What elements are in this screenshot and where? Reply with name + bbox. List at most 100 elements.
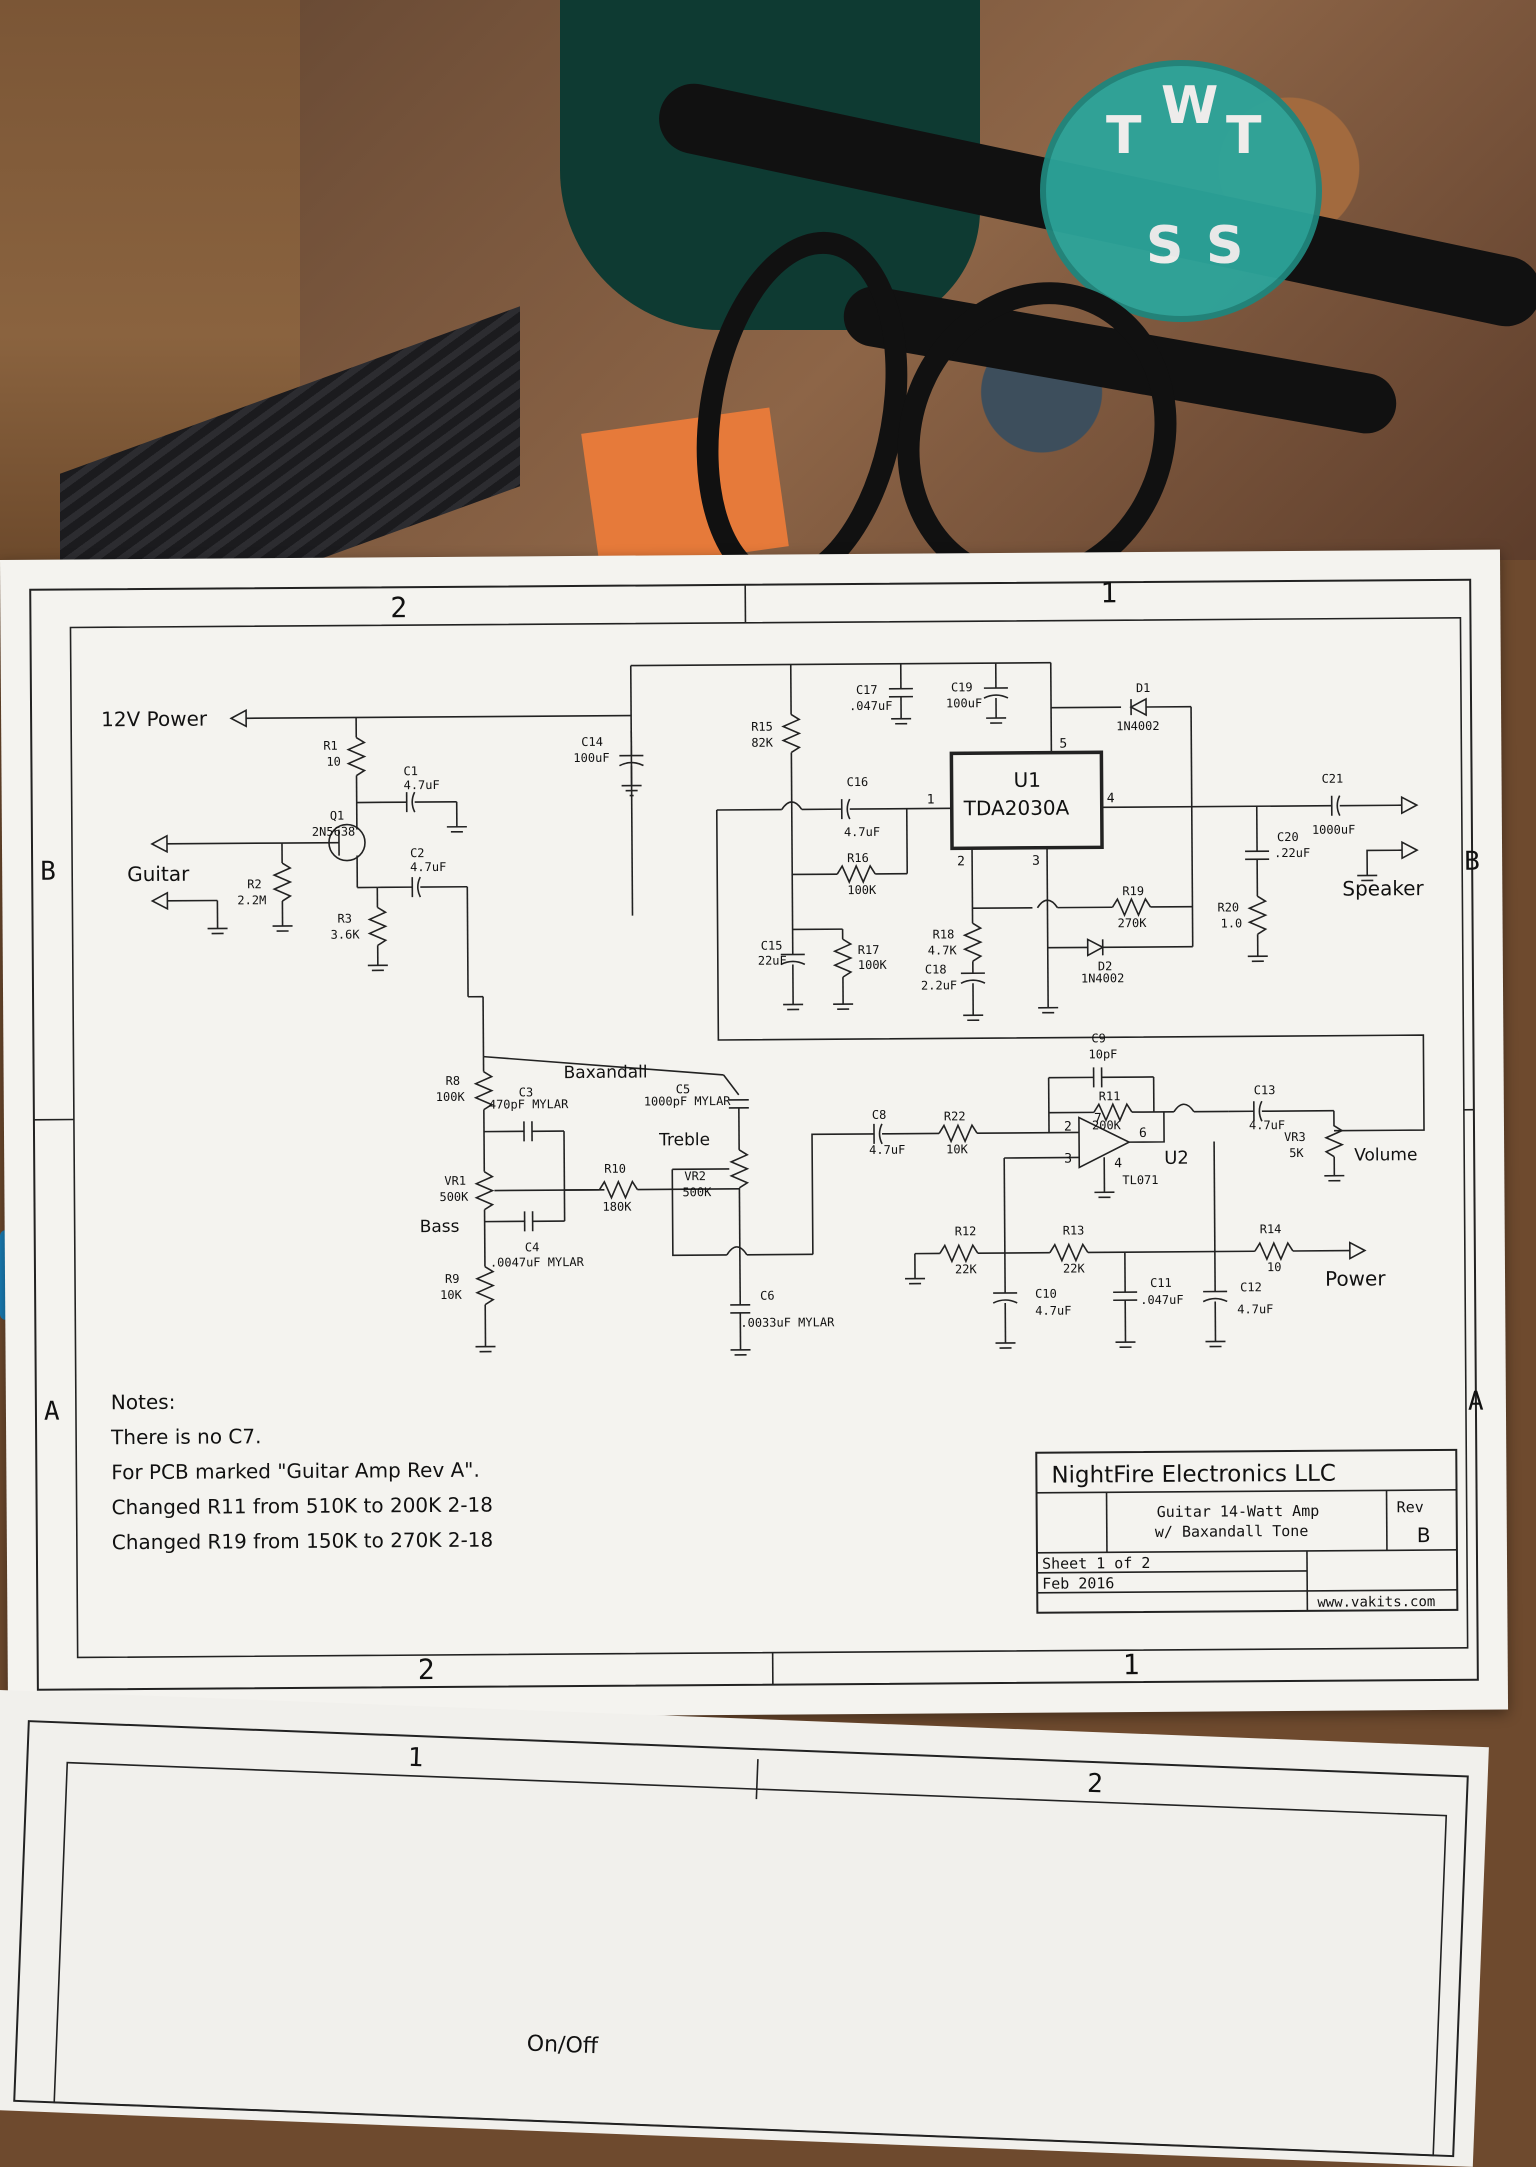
val-vr2: 500K — [682, 1185, 712, 1199]
diode-d1 — [1131, 699, 1146, 715]
ref-c20: C20 — [1277, 830, 1299, 844]
pin-u1: 2 — [957, 854, 965, 869]
pin-u2: 3 — [1064, 1152, 1072, 1167]
ref-c19: C19 — [951, 680, 973, 694]
row-label: B — [40, 857, 56, 887]
ref-r19: R19 — [1122, 884, 1144, 898]
ref-c14: C14 — [581, 735, 603, 749]
resistor-r17 — [835, 939, 851, 977]
val-r2: 2.2M — [237, 893, 266, 907]
ref-r8: R8 — [446, 1074, 461, 1088]
ref-c16: C16 — [847, 775, 869, 789]
ref-r22: R22 — [944, 1109, 966, 1123]
pin-u2: 6 — [1139, 1126, 1147, 1141]
ref-c21: C21 — [1322, 772, 1344, 786]
notes-title: Notes: — [111, 1390, 176, 1414]
zone-label: 1 — [1100, 576, 1117, 609]
ref-c9: C9 — [1091, 1031, 1106, 1045]
note-line: There is no C7. — [110, 1424, 261, 1449]
resistor-r18 — [965, 923, 981, 961]
ref-c2: C2 — [410, 846, 425, 860]
val-r12: 22K — [955, 1262, 978, 1276]
pot-vr3 — [1326, 1111, 1342, 1157]
ref-c1: C1 — [403, 764, 418, 778]
resistor-r9 — [477, 1267, 493, 1305]
ref-r12: R12 — [955, 1224, 977, 1238]
port-guitar-ground — [152, 893, 167, 909]
ref-r14: R14 — [1260, 1222, 1282, 1236]
val-r14: 10 — [1267, 1260, 1282, 1274]
zone-label: 2 — [418, 1653, 435, 1686]
val-r22: 10K — [946, 1142, 969, 1156]
val-c13: 4.7uF — [1249, 1118, 1285, 1132]
label-volume: Volume — [1354, 1145, 1417, 1165]
resistor-r12 — [940, 1245, 978, 1261]
val-c18: 2.2uF — [921, 978, 957, 992]
pin-u2: 7 — [1094, 1111, 1102, 1126]
sheet2-drawing: 1 2 On/Off — [0, 1690, 1489, 2167]
title-date: Feb 2016 — [1042, 1574, 1114, 1593]
val-u2: TL071 — [1122, 1173, 1158, 1187]
val-c11: .047uF — [1140, 1293, 1183, 1307]
title-line: Guitar 14-Watt Amp — [1157, 1502, 1320, 1521]
resistor-r22 — [939, 1125, 977, 1141]
ref-u2: U2 — [1164, 1148, 1189, 1169]
wire-hop — [727, 1247, 747, 1255]
pill-organizer: T W T S S — [1040, 60, 1322, 322]
val-r9: 10K — [440, 1288, 463, 1302]
sheet2-zone-label: 1 — [407, 1743, 424, 1774]
ref-c17: C17 — [856, 683, 878, 697]
resistor-r2 — [274, 863, 290, 901]
title-sheet: Sheet 1 of 2 — [1042, 1554, 1150, 1573]
schematic-drawing: 2 1 2 1 B A B A — [0, 550, 1508, 1720]
pot-vr2 — [731, 1150, 747, 1188]
note-line: Changed R19 from 150K to 270K 2-18 — [112, 1528, 494, 1555]
port-guitar — [152, 836, 167, 852]
ref-c11: C11 — [1150, 1276, 1172, 1290]
val-r16: 100K — [847, 883, 877, 897]
ref-vr1: VR1 — [444, 1174, 466, 1188]
val-c14: 100uF — [573, 751, 609, 765]
ref-r10: R10 — [604, 1162, 626, 1176]
ref-q1: Q1 — [330, 809, 345, 823]
pill-letter: S — [1146, 216, 1183, 276]
ref-c13: C13 — [1254, 1083, 1276, 1097]
val-c9: 10pF — [1088, 1047, 1117, 1061]
label-12v-power: 12V Power — [101, 707, 208, 732]
val-r8: 100K — [436, 1090, 466, 1104]
ref-c4: C4 — [525, 1240, 540, 1254]
pill-letter: T — [1226, 106, 1261, 166]
val-r15: 82K — [751, 736, 774, 750]
port-speaker-ground — [1402, 842, 1417, 858]
val-r17: 100K — [858, 958, 888, 972]
ref-r9: R9 — [445, 1272, 460, 1286]
val-r19: 270K — [1118, 916, 1148, 930]
ref-r17: R17 — [858, 943, 880, 957]
val-c17: .047uF — [849, 699, 892, 713]
ref-r11: R11 — [1099, 1089, 1121, 1103]
val-d1: 1N4002 — [1116, 719, 1159, 733]
pin-u1: 5 — [1059, 737, 1067, 752]
ref-c18: C18 — [925, 962, 947, 976]
pin-u2: 2 — [1064, 1120, 1072, 1135]
label-guitar: Guitar — [127, 862, 190, 886]
resistor-r10 — [599, 1182, 637, 1198]
ref-c6: C6 — [760, 1289, 775, 1303]
val-d2: 1N4002 — [1081, 971, 1124, 985]
row-label: A — [1468, 1387, 1484, 1417]
ref-r18: R18 — [933, 927, 955, 941]
sheet2-label: On/Off — [526, 2031, 599, 2059]
val-r1: 10 — [326, 755, 341, 769]
zone-label: 1 — [1123, 1648, 1140, 1681]
title-company: NightFire Electronics LLC — [1051, 1461, 1336, 1489]
ref-r1: R1 — [323, 739, 338, 753]
ref-r2: R2 — [247, 877, 262, 891]
zone-label: 2 — [390, 591, 407, 624]
label-treble: Treble — [658, 1130, 710, 1150]
pin-u1: 4 — [1107, 791, 1115, 806]
val-c19: 100uF — [946, 696, 982, 710]
ref-r16: R16 — [847, 851, 869, 865]
val-c1: 4.7uF — [404, 778, 440, 792]
sheet2-outer-border — [14, 1721, 1468, 2156]
val-c4: .0047uF MYLAR — [490, 1255, 585, 1270]
